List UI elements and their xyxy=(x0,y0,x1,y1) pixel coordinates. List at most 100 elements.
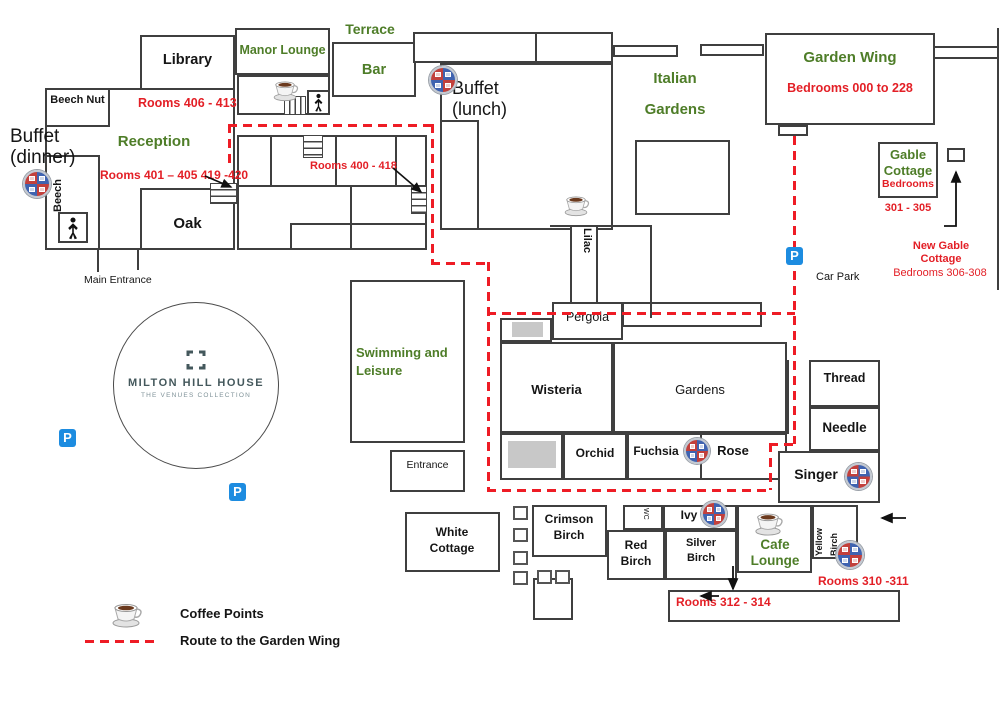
wall xyxy=(935,46,997,48)
label-entrance: Entrance xyxy=(406,459,449,471)
label-thread: Thread xyxy=(823,371,866,385)
parking-icon: P xyxy=(59,429,76,447)
label-crimson-birch: Crimson Birch xyxy=(544,512,594,543)
room-pergola xyxy=(552,302,623,340)
room-silver-birch xyxy=(665,530,737,580)
note-rooms-310-311: Rooms 310 -311 xyxy=(818,574,909,588)
room-yellow-birch xyxy=(812,505,858,559)
buffet-station-icon xyxy=(836,541,864,569)
label-yellow: Yellow xyxy=(814,527,824,556)
wall xyxy=(440,120,477,122)
wall xyxy=(290,223,292,250)
label-beech-nut: Beech Nut xyxy=(50,94,105,106)
room-red-birch xyxy=(607,530,665,580)
wall xyxy=(270,135,272,185)
exit-person-icon xyxy=(58,212,88,243)
wall xyxy=(477,120,479,230)
stairs-icon xyxy=(303,135,323,158)
label-swimming: Swimming and Leisure xyxy=(356,345,448,378)
boundary-road-line xyxy=(997,28,999,290)
wall xyxy=(335,135,337,185)
stairs-icon xyxy=(210,183,237,204)
buffet-station-icon xyxy=(684,438,710,464)
note-gable-bedrooms: Bedrooms xyxy=(882,178,934,190)
label-red-birch: Red Birch xyxy=(620,538,652,569)
label-reception: Reception xyxy=(117,133,191,150)
corridor-block-rooms-400 xyxy=(237,135,427,250)
garden-wing-entrance-notch xyxy=(778,125,808,136)
label-orchid: Orchid xyxy=(575,446,615,460)
route-segment xyxy=(487,489,771,492)
coffee-point-icon xyxy=(755,513,783,536)
parking-icon: P xyxy=(786,247,803,265)
outbuilding-square xyxy=(555,570,570,584)
label-rose: Rose xyxy=(717,443,749,458)
route-segment xyxy=(228,124,231,166)
building-swimming-leisure xyxy=(350,280,465,443)
label-white-cottage: White Cottage xyxy=(429,525,475,556)
logo-circle xyxy=(113,302,279,469)
dining-top-strip xyxy=(413,32,613,63)
label-fuchsia: Fuchsia xyxy=(633,444,679,458)
label-needle: Needle xyxy=(822,420,867,435)
label-bar: Bar xyxy=(361,62,387,78)
note-new-gable: New Gable Cottage xyxy=(912,240,970,266)
italian-gardens-feature xyxy=(635,140,730,215)
route-segment xyxy=(769,443,772,490)
wall xyxy=(237,185,427,187)
outbuilding-square xyxy=(513,528,528,542)
wall xyxy=(45,155,98,157)
room-orchid xyxy=(563,433,627,480)
note-rooms-400-418: Rooms 400 - 418 xyxy=(310,160,397,172)
label-italian: Italian xyxy=(653,70,697,87)
outbuilding-square xyxy=(537,570,552,584)
buffet-station-icon xyxy=(429,66,457,94)
coffee-point-icon xyxy=(564,196,590,217)
building-garden-wing xyxy=(765,33,935,125)
wall xyxy=(650,225,652,318)
wall xyxy=(290,223,427,225)
italian-gardens-north-wall-1 xyxy=(613,45,678,57)
note-rooms-312-314: Rooms 312 - 314 xyxy=(676,595,771,609)
outbuilding-square xyxy=(513,571,528,585)
logo-name: MILTON HILL HOUSE xyxy=(127,377,265,389)
outbuilding-square xyxy=(513,506,528,520)
outbuilding-square xyxy=(513,551,528,565)
room-wisteria xyxy=(500,342,613,433)
label-car-park: Car Park xyxy=(816,271,860,283)
wall xyxy=(137,250,139,270)
note-new-gable-rooms: Bedrooms 306-308 xyxy=(893,267,987,279)
route-segment xyxy=(228,124,433,127)
gardens-box xyxy=(613,342,787,433)
label-ivy: Ivy xyxy=(680,508,698,522)
note-rooms-401-420: Rooms 401 – 405 419 -420 xyxy=(100,168,249,182)
building-gable-cottage xyxy=(878,142,938,198)
buffet-station-icon xyxy=(23,170,51,198)
room-needle xyxy=(809,407,880,451)
route-segment xyxy=(431,124,434,264)
wall xyxy=(395,135,397,185)
room-beech-nut xyxy=(45,88,110,127)
label-gable-cottage: Gable Cottage xyxy=(883,147,933,179)
wall xyxy=(787,360,789,434)
legend-coffee-label: Coffee Points xyxy=(180,606,264,621)
room-crimson-birch xyxy=(532,505,607,557)
buffet-station-icon xyxy=(845,463,872,490)
note-garden-wing-bedrooms: Bedrooms 000 to 228 xyxy=(787,81,913,95)
building-white-cottage xyxy=(405,512,500,572)
coffee-point-legend-icon xyxy=(112,604,142,628)
label-garden-wing: Garden Wing xyxy=(803,49,897,66)
label-manor-lounge: Manor Lounge xyxy=(239,43,326,57)
label-library: Library xyxy=(162,52,213,68)
legend-route-label: Route to the Garden Wing xyxy=(180,633,341,648)
logo-tagline: THE VENUES COLLECTION xyxy=(140,392,252,399)
wall xyxy=(535,32,537,63)
parking-icon: P xyxy=(229,483,246,501)
label-lilac: Lilac xyxy=(581,228,593,254)
buffet-station-icon xyxy=(701,501,727,527)
route-segment xyxy=(487,262,490,490)
room-wc xyxy=(623,505,663,530)
room-manor-lounge xyxy=(235,28,330,75)
wall xyxy=(98,155,100,250)
